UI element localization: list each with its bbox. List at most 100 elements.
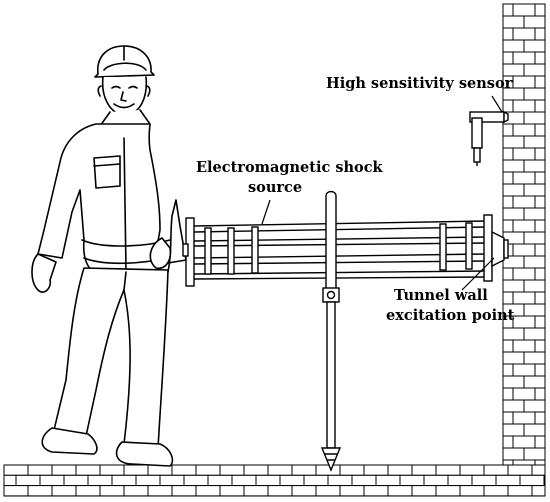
floor-brick	[447, 474, 473, 487]
wall-brick	[512, 267, 536, 281]
leader-sensor	[491, 95, 503, 113]
wall-brick	[512, 195, 536, 209]
wall-brick	[512, 51, 536, 65]
wall-brick	[534, 195, 546, 209]
wall-brick	[534, 339, 546, 353]
wall-brick	[512, 411, 536, 425]
wall-brick	[534, 435, 546, 449]
wall-brick	[523, 207, 546, 221]
wall-brick	[534, 243, 546, 257]
wall-brick	[534, 363, 546, 377]
wall-brick	[534, 99, 546, 113]
floor-brick	[459, 485, 485, 497]
wall-brick	[523, 351, 546, 365]
sensor-icon	[469, 110, 509, 166]
floor-brick	[51, 464, 77, 476]
floor-brick	[351, 474, 377, 487]
label-sensor: High sensitivity sensor	[326, 75, 513, 92]
wall-brick	[534, 75, 546, 89]
wall-brick	[523, 231, 546, 245]
floor-brick	[459, 464, 485, 476]
floor-brick	[387, 464, 413, 476]
floor-brick	[279, 474, 305, 487]
floor-brick	[495, 474, 521, 487]
floor-brick	[171, 485, 197, 497]
floor-brick	[207, 474, 233, 487]
floor-brick	[219, 485, 245, 497]
floor-brick	[231, 474, 257, 487]
floor-brick	[243, 485, 269, 497]
floor-brick	[411, 485, 437, 497]
wall-brick	[502, 339, 514, 353]
wall-brick	[534, 51, 546, 65]
wall-brick	[502, 123, 514, 137]
wall-brick	[523, 15, 546, 29]
floor-brick	[3, 485, 29, 497]
shock-source-device	[182, 214, 509, 287]
floor-brick	[519, 474, 545, 487]
floor-brick	[27, 485, 53, 497]
floor-brick	[543, 474, 546, 487]
wall-brick	[512, 435, 536, 449]
brick-floor	[3, 464, 546, 497]
floor-brick	[63, 474, 89, 487]
wall-brick	[534, 171, 546, 185]
wall-brick	[502, 219, 514, 233]
wall-brick	[502, 363, 514, 377]
floor-brick	[387, 485, 413, 497]
support-rod	[320, 190, 342, 472]
leader-lines	[261, 95, 503, 291]
wall-brick	[523, 135, 546, 149]
floor-brick	[363, 464, 389, 476]
floor-brick	[39, 474, 65, 487]
wall-brick	[512, 171, 536, 185]
floor-brick	[135, 474, 161, 487]
floor-brick	[171, 464, 197, 476]
floor-brick	[27, 464, 53, 476]
floor-brick	[375, 474, 401, 487]
floor-brick	[51, 485, 77, 497]
wall-brick	[512, 27, 536, 41]
label-source-line1: Electromagnetic shock	[196, 159, 384, 176]
wall-brick	[523, 303, 546, 317]
wall-brick	[523, 327, 546, 341]
wall-brick	[523, 423, 546, 437]
wall-brick	[502, 327, 525, 341]
wall-brick	[523, 159, 546, 173]
floor-brick	[423, 474, 449, 487]
wall-brick	[502, 207, 525, 221]
label-source-line2: source	[248, 179, 302, 196]
wall-brick	[534, 219, 546, 233]
floor-brick	[183, 474, 209, 487]
wall-brick	[534, 267, 546, 281]
wall-brick	[512, 291, 536, 305]
wall-brick	[502, 195, 514, 209]
floor-brick	[195, 464, 221, 476]
floor-brick	[435, 464, 461, 476]
wall-brick	[502, 135, 525, 149]
floor-brick	[471, 474, 497, 487]
floor-brick	[99, 485, 125, 497]
wall-brick	[534, 3, 546, 17]
wall-brick	[502, 435, 514, 449]
floor-brick	[147, 485, 173, 497]
wall-brick	[534, 123, 546, 137]
wall-brick	[502, 399, 525, 413]
floor-brick	[99, 464, 125, 476]
floor-brick	[531, 485, 546, 497]
wall-brick	[534, 315, 546, 329]
floor-brick	[87, 474, 113, 487]
wall-brick	[502, 15, 525, 29]
wall-brick	[512, 315, 536, 329]
wall-brick	[512, 387, 536, 401]
floor-brick	[219, 464, 245, 476]
floor-brick	[507, 485, 533, 497]
wall-brick	[502, 27, 514, 41]
floor-brick	[75, 485, 101, 497]
floor-brick	[3, 464, 29, 476]
wall-brick	[512, 3, 536, 17]
floor-brick	[435, 485, 461, 497]
floor-brick	[243, 464, 269, 476]
